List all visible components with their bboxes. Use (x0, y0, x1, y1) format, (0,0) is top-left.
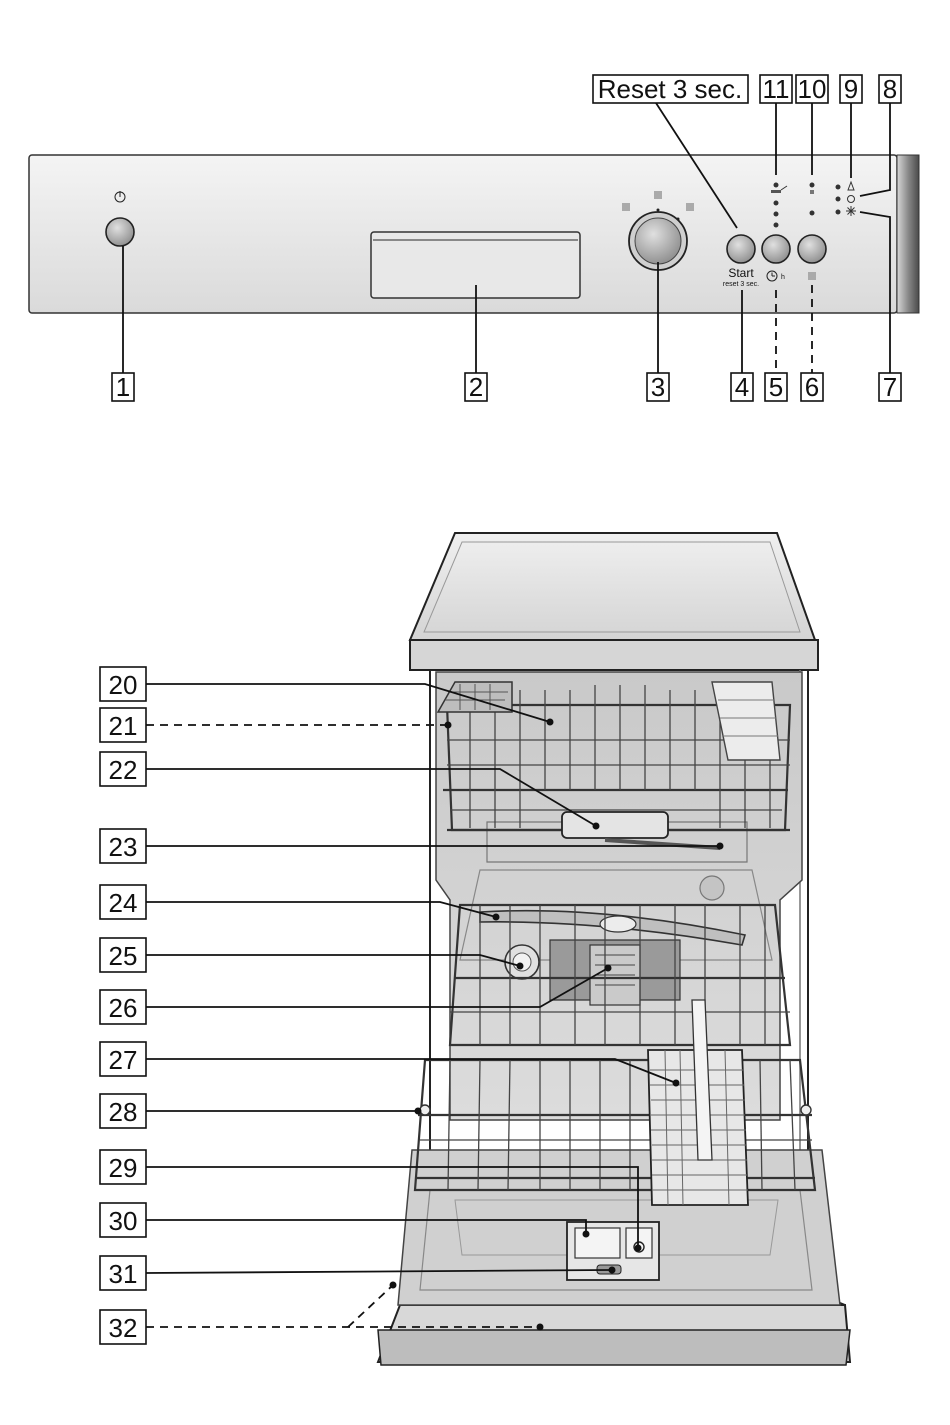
svg-text:6: 6 (805, 372, 819, 402)
reset-callout: Reset 3 sec. (598, 74, 743, 104)
svg-text:10: 10 (798, 74, 827, 104)
svg-text:25: 25 (109, 941, 138, 971)
svg-text:3: 3 (651, 372, 665, 402)
svg-text:22: 22 (109, 755, 138, 785)
svg-text:11: 11 (763, 74, 790, 104)
svg-text:8: 8 (883, 74, 897, 104)
control-panel: Start reset 3 sec. h (29, 155, 919, 313)
svg-text:30: 30 (109, 1206, 138, 1236)
svg-text:24: 24 (109, 888, 138, 918)
option-indicator (808, 272, 816, 280)
svg-text:26: 26 (109, 993, 138, 1023)
callout-24: 24 (100, 885, 500, 921)
svg-text:31: 31 (109, 1259, 138, 1289)
start-button[interactable] (727, 235, 755, 263)
svg-text:9: 9 (844, 74, 858, 104)
callout-21: 21 (100, 708, 452, 742)
timer-suffix: h (781, 274, 785, 281)
start-sublabel: reset 3 sec. (723, 281, 759, 288)
svg-text:21: 21 (109, 711, 138, 741)
svg-text:32: 32 (109, 1313, 138, 1343)
svg-text:20: 20 (109, 670, 138, 700)
svg-text:23: 23 (109, 832, 138, 862)
svg-text:4: 4 (735, 372, 749, 402)
svg-text:7: 7 (883, 372, 897, 402)
svg-text:5: 5 (769, 372, 783, 402)
svg-text:29: 29 (109, 1153, 138, 1183)
svg-text:1: 1 (116, 372, 130, 402)
svg-text:27: 27 (109, 1045, 138, 1075)
svg-text:28: 28 (109, 1097, 138, 1127)
power-button[interactable] (106, 218, 134, 246)
program-selector-knob[interactable] (629, 212, 687, 270)
timer-button[interactable] (762, 235, 790, 263)
callout-28: 28 (100, 1094, 422, 1128)
option-button[interactable] (798, 235, 826, 263)
start-label: Start (728, 266, 754, 280)
svg-text:2: 2 (469, 372, 483, 402)
snowflake-icon (846, 206, 856, 216)
